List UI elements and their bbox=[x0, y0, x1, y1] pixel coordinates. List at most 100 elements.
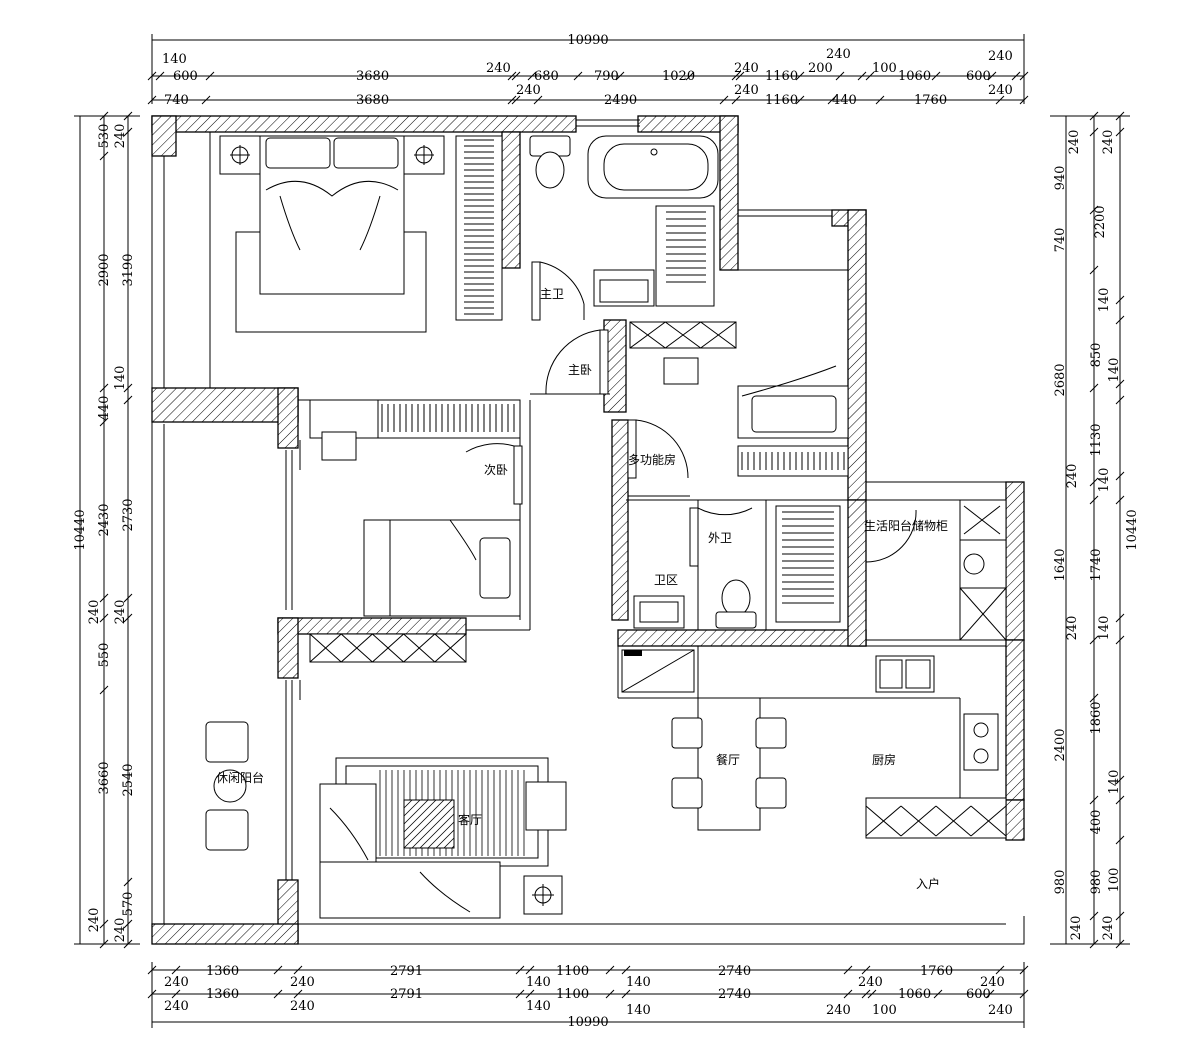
label-guest-bath: 外卫 bbox=[708, 531, 732, 545]
dim-bot-r2-10: 1060 bbox=[898, 987, 931, 1002]
dim-right-i-10: 140 bbox=[1107, 770, 1122, 795]
dim-top-r2-1: 3680 bbox=[356, 69, 389, 84]
tick bbox=[875, 95, 885, 105]
dim-top-r3-3: 2490 bbox=[604, 93, 637, 108]
tick bbox=[1115, 127, 1125, 137]
tick bbox=[865, 71, 875, 81]
tick bbox=[99, 613, 109, 623]
tick bbox=[1019, 965, 1029, 975]
tick bbox=[1089, 795, 1099, 805]
tick bbox=[1089, 111, 1099, 121]
dim-bot-r2-12: 240 bbox=[988, 1003, 1013, 1018]
tick bbox=[1115, 613, 1125, 623]
dim-bottom-total: 10990 bbox=[567, 1015, 608, 1030]
dim-left-i-7: 240 bbox=[113, 918, 128, 943]
tick bbox=[171, 965, 181, 975]
dim-right-i-2: 140 bbox=[1097, 288, 1112, 313]
dim-left-o-7: 240 bbox=[87, 908, 102, 933]
tick bbox=[273, 965, 283, 975]
tick bbox=[1089, 635, 1099, 645]
dim-right-i-11: 400 bbox=[1089, 810, 1104, 835]
tick bbox=[201, 95, 211, 105]
tick bbox=[605, 989, 615, 999]
tick bbox=[1019, 71, 1029, 81]
tick bbox=[995, 965, 1005, 975]
cabinet-cross bbox=[434, 633, 467, 663]
cabinet-cross bbox=[865, 805, 902, 837]
dimensions-right: 240 940 740 2680 240 1640 240 2400 980 2… bbox=[1050, 111, 1140, 949]
tick bbox=[147, 71, 157, 81]
dim-left-o-2: 440 bbox=[97, 396, 112, 421]
tick bbox=[985, 989, 995, 999]
master-bedroom-door: 主卧 bbox=[530, 329, 610, 395]
dim-right-o-2: 740 bbox=[1053, 228, 1068, 253]
dim-right-i-14: 240 bbox=[1101, 916, 1116, 941]
tick bbox=[99, 939, 109, 949]
table-hatch bbox=[403, 799, 437, 833]
tick bbox=[1089, 495, 1099, 505]
dim-bot-r2-9: 100 bbox=[872, 1003, 897, 1018]
dim-bot-r2-4: 140 bbox=[526, 999, 551, 1014]
dim-bot-r1-4: 140 bbox=[526, 975, 551, 990]
dim-right-o-0: 240 bbox=[1067, 130, 1082, 155]
master-bath-fixtures: 主卫 bbox=[529, 135, 719, 321]
dim-left-i-0: 240 bbox=[113, 124, 128, 149]
table-hatch bbox=[443, 837, 455, 849]
dim-top-total: 10990 bbox=[567, 33, 608, 48]
wardrobe-master bbox=[464, 139, 494, 315]
dim-right-i-0: 240 bbox=[1101, 130, 1116, 155]
dim-right-o-5: 1640 bbox=[1053, 548, 1068, 581]
balcony: 休闲阳台 bbox=[205, 440, 301, 880]
study-room: 多功能房 bbox=[627, 321, 849, 497]
tick bbox=[1115, 315, 1125, 325]
tick bbox=[1115, 471, 1125, 481]
storage-balcony: 生活阳台储物柜 bbox=[864, 499, 1007, 641]
dim-bot-r1-10: 240 bbox=[980, 975, 1005, 990]
cabinet-second bbox=[309, 633, 467, 663]
tick bbox=[843, 989, 853, 999]
dim-right-i-3: 850 bbox=[1089, 343, 1104, 368]
tick bbox=[1089, 693, 1099, 703]
dim-top-r1-2: 240 bbox=[734, 61, 759, 76]
tick bbox=[99, 685, 109, 695]
table-hatch bbox=[403, 799, 429, 825]
tick bbox=[533, 95, 543, 105]
tick bbox=[621, 965, 631, 975]
dim-top-r2-3: 790 bbox=[594, 69, 619, 84]
dim-bot-r2-1: 1360 bbox=[206, 987, 239, 1002]
dim-top-r1-0: 140 bbox=[162, 52, 187, 67]
tick bbox=[835, 71, 845, 81]
tick bbox=[1089, 939, 1099, 949]
dim-right-total: 10440 bbox=[1125, 509, 1140, 550]
tick bbox=[987, 71, 997, 81]
label-balcony-line1: 休闲阳台 bbox=[216, 770, 264, 785]
dim-left-i-2: 140 bbox=[113, 366, 128, 391]
tick bbox=[507, 95, 517, 105]
tick bbox=[525, 989, 535, 999]
tick bbox=[1115, 635, 1125, 645]
tick bbox=[605, 965, 615, 975]
table-hatch bbox=[419, 813, 455, 849]
dim-right-o-8: 980 bbox=[1053, 870, 1068, 895]
shower-grate-guest bbox=[782, 511, 834, 604]
tick bbox=[155, 71, 165, 81]
tick bbox=[123, 127, 133, 137]
tick bbox=[573, 71, 583, 81]
cabinet-cross bbox=[935, 805, 972, 837]
dim-bot-r2-0: 240 bbox=[164, 999, 189, 1014]
tick bbox=[123, 593, 133, 603]
dim-left-o-3: 2430 bbox=[97, 503, 112, 536]
dim-top-r3-8: 240 bbox=[988, 83, 1013, 98]
tick bbox=[1011, 71, 1021, 81]
label-storage: 生活阳台储物柜 bbox=[864, 518, 948, 533]
tick bbox=[795, 71, 805, 81]
tick bbox=[171, 989, 181, 999]
tick bbox=[123, 395, 133, 405]
tick bbox=[123, 919, 133, 929]
tick bbox=[731, 95, 741, 105]
tick bbox=[99, 151, 109, 161]
tick bbox=[795, 95, 805, 105]
tick bbox=[861, 989, 871, 999]
dim-top-r2-5: 1160 bbox=[765, 69, 798, 84]
